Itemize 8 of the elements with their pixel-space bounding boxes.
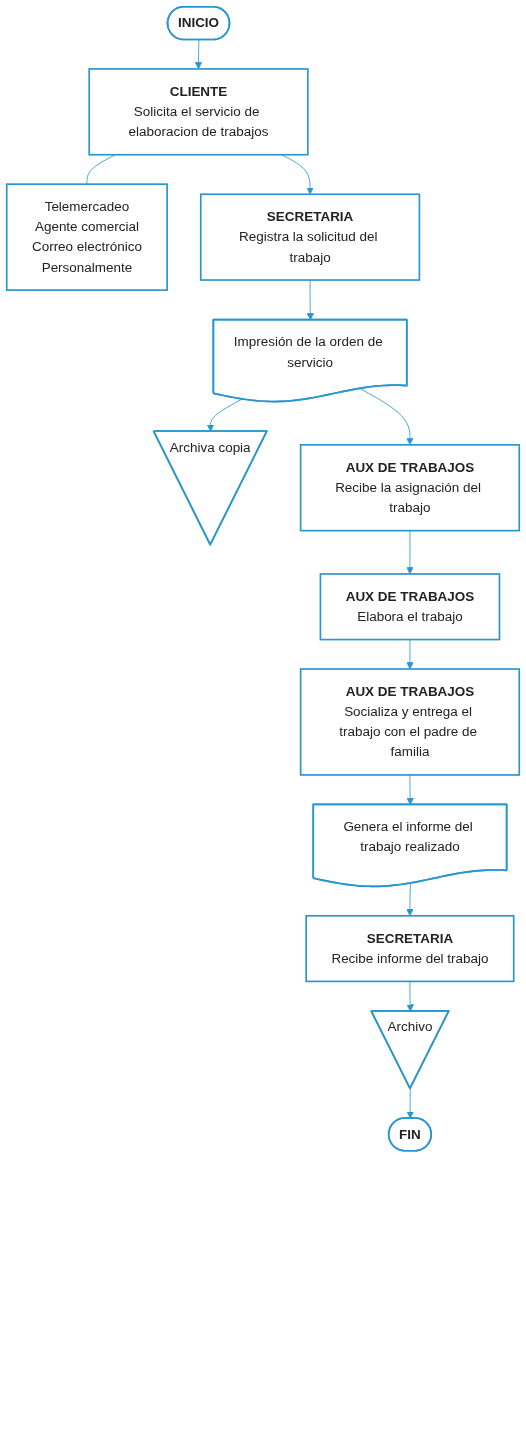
node-box: AUX DE TRABAJOS Elabora el trabajo	[319, 573, 501, 641]
node-box: Telemercadeo Agente comercial Correo electrónico Personalmente	[5, 183, 168, 291]
connector	[86, 154, 116, 185]
node-box: CLIENTE Solicita el servicio de elaboracion de trabajos	[88, 68, 309, 156]
node-box: SECRETARIA Registra la solicitud del trabajo	[199, 193, 421, 281]
node-box: AUX DE TRABAJOS Recibe la asignación del trabajo	[299, 444, 521, 532]
node-box: AUX DE TRABAJOS Socializa y entrega el trabajo con el padre de familia	[299, 668, 521, 776]
node-box: SECRETARIA Recibe informe del trabajo	[305, 914, 515, 983]
